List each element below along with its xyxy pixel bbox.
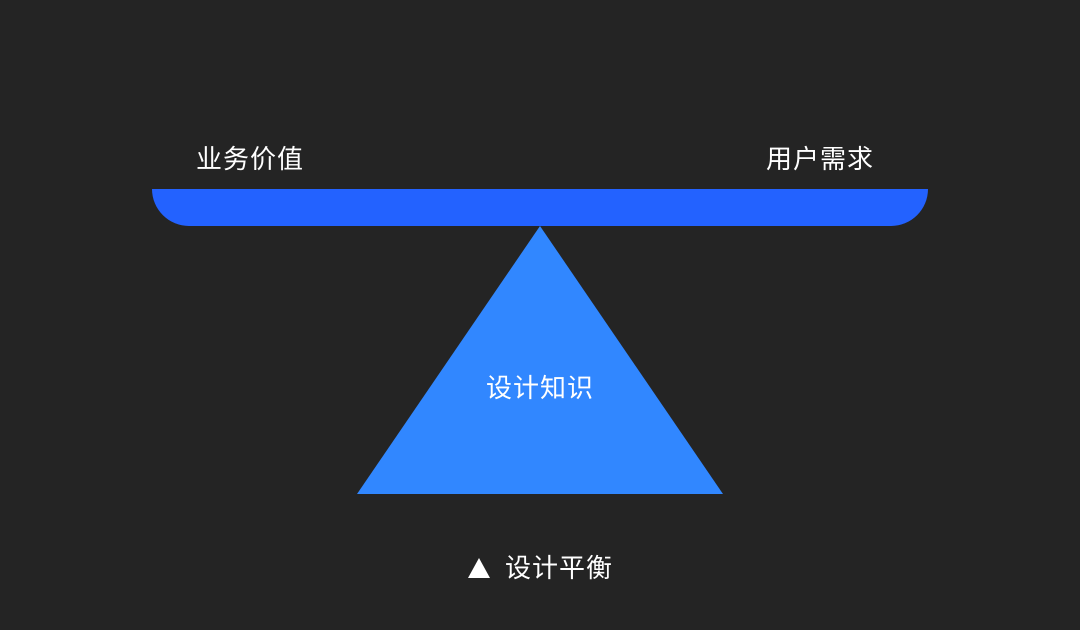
- triangle-up-icon: [467, 558, 490, 578]
- left-label: 业务价值: [196, 145, 305, 175]
- fulcrum-label: 设计知识: [485, 374, 594, 404]
- caption-text: 设计平衡: [504, 554, 613, 584]
- fulcrum-triangle: [357, 226, 723, 494]
- balance-beam: [152, 189, 928, 226]
- right-label: 用户需求: [766, 145, 875, 175]
- caption: 设计平衡: [0, 553, 1080, 585]
